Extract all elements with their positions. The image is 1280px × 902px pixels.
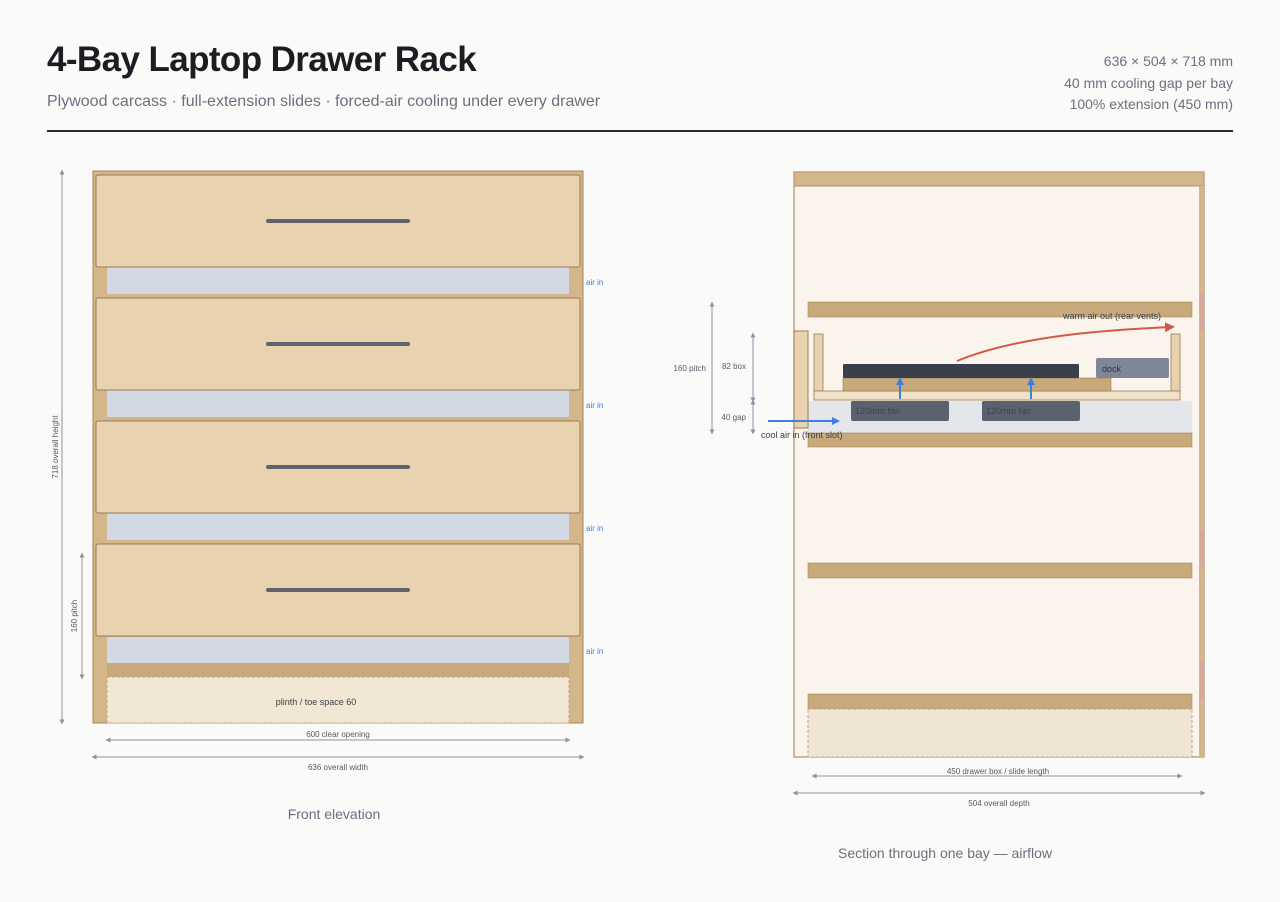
plinth-label: plinth / toe space 60 (276, 697, 357, 707)
air-in-label: air in (586, 278, 603, 287)
rear-vent (1200, 530, 1204, 567)
clear-opening-dim-label: 600 clear opening (306, 730, 370, 739)
spec-cooling-gap: 40 mm cooling gap per bay (1064, 74, 1233, 91)
cool-air-label: cool air in (front slot) (761, 430, 843, 440)
gap-dim-label: 40 gap (722, 413, 747, 422)
laptop (843, 364, 1079, 378)
section-pitch-dim-label: 160 pitch (674, 364, 706, 373)
drawer-box-dim-label: 450 drawer box / slide length (947, 767, 1049, 776)
laptop-tray (842, 377, 1112, 392)
drawer-side-back (1170, 333, 1181, 392)
drawer-bottom (813, 390, 1181, 401)
section-back-panel (1199, 186, 1204, 757)
bottom-rail (107, 663, 569, 677)
air-in-label: air in (586, 647, 603, 656)
header-rule (47, 130, 1233, 132)
air-in-label: air in (586, 401, 603, 410)
dock-label: dock (1102, 364, 1122, 374)
overall-depth-dim-label: 504 overall depth (968, 799, 1029, 808)
overall-height-dim-label: 718 overall height (51, 415, 60, 479)
page-title: 4-Bay Laptop Drawer Rack (47, 40, 477, 79)
section-caption: Section through one bay — airflow (838, 845, 1053, 861)
rear-vent (1200, 662, 1204, 699)
warm-air-arrow (956, 322, 1175, 362)
fan-label: 120mm fan (986, 406, 1031, 416)
shelf (807, 432, 1193, 448)
overall-width-dim-label: 636 overall width (308, 763, 368, 772)
rear-vent (1200, 293, 1204, 330)
fan-1 (851, 401, 949, 421)
spec-extension: 100% extension (450 mm) (1069, 96, 1233, 112)
section-top-panel (793, 171, 1205, 187)
section-view: dock 120mm fan 120mm fan cool air in (fr… (674, 171, 1206, 861)
section-carcass (793, 171, 1205, 758)
box-dim-label: 82 box (722, 362, 746, 371)
front-elevation-caption: Front elevation (288, 806, 381, 822)
front-pitch-dim-label: 160 pitch (70, 600, 79, 632)
air-gap-2 (107, 390, 569, 417)
air-gap-3 (107, 513, 569, 540)
air-gap-4 (107, 637, 569, 663)
air-in-label: air in (586, 524, 603, 533)
shelf (807, 562, 1193, 579)
fan-label: 120mm fan (855, 406, 900, 416)
air-gap-1 (107, 267, 569, 294)
warm-air-label: warm air out (rear vents) (1062, 311, 1161, 321)
section-plinth (807, 708, 1193, 758)
spec-dimensions: 636 × 504 × 718 mm (1103, 53, 1233, 69)
shelf (807, 693, 1193, 710)
section-drawer-front (793, 330, 809, 429)
spec-list: 636 × 504 × 718 mm 40 mm cooling gap per… (1064, 51, 1233, 116)
shelf (807, 301, 1193, 318)
page-subtitle: Plywood carcass · full-extension slides … (47, 93, 601, 110)
front-elevation: plinth / toe space 60 air in air in air … (51, 169, 603, 822)
drawer-side-front (813, 333, 824, 392)
plinth (106, 676, 570, 724)
fan-2 (982, 401, 1080, 421)
dock (1096, 358, 1169, 378)
